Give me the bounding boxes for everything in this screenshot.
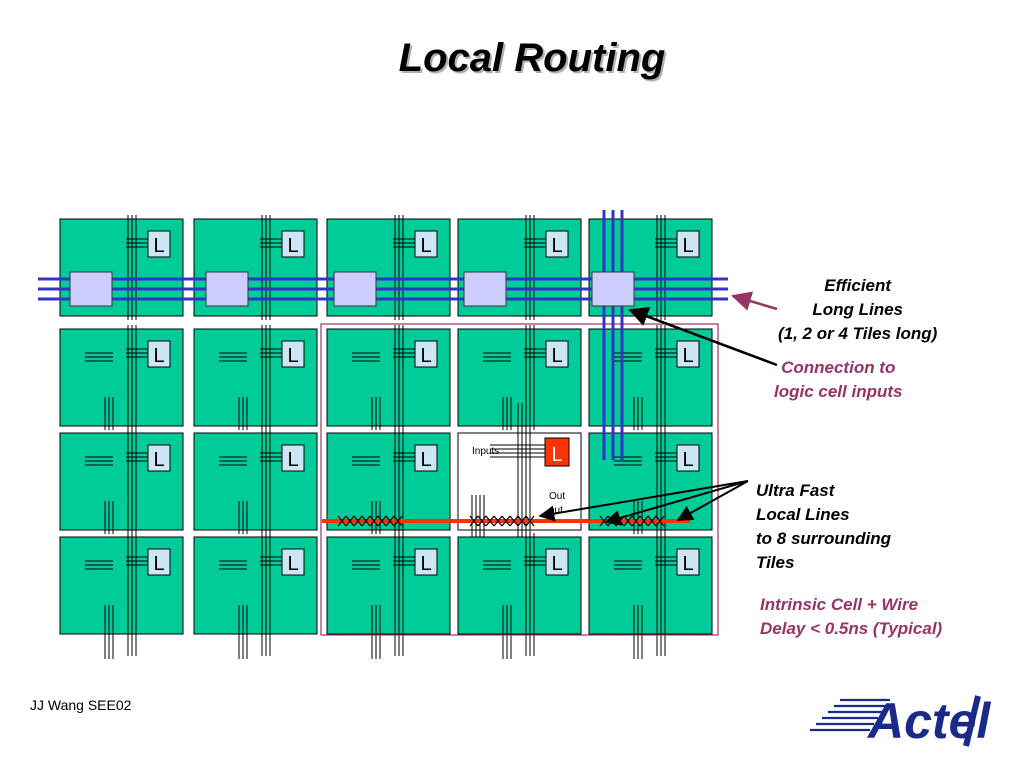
logic-cell [414, 230, 438, 258]
fast-line-switch [469, 515, 479, 527]
fast-line-switch [525, 515, 535, 527]
fast-line-switch [477, 515, 487, 527]
logic-cell-letter: L [551, 345, 562, 367]
arrow-connection [628, 306, 778, 367]
arrow-long-lines [731, 291, 778, 311]
fast-line-switch [623, 515, 633, 527]
fast-line-switch [501, 515, 511, 527]
fast-local-lines [322, 515, 690, 527]
logic-cell [281, 548, 305, 576]
output-label-line1: Out [549, 491, 565, 502]
logic-cell-letter: L [287, 449, 298, 471]
fast-line-switch [639, 515, 649, 527]
footer-author: JJ Wang SEE02 [30, 697, 132, 713]
callout-delay: Intrinsic Cell + Wire Delay < 0.5ns (Typ… [760, 595, 943, 638]
active-logic-cell-letter: L [551, 444, 562, 466]
switch-block [463, 271, 507, 307]
logic-cell-letter: L [420, 449, 431, 471]
logic-cell-letter: L [682, 345, 693, 367]
logic-cell-letter: L [420, 345, 431, 367]
callout-long-lines: Efficient Long Lines (1, 2 or 4 Tiles lo… [778, 276, 938, 343]
fast-line-switch [385, 515, 395, 527]
logic-cell-letter: L [153, 235, 164, 257]
output-label-line2: put [549, 505, 563, 516]
neighborhood-highlight [320, 323, 719, 636]
fast-line-switch [647, 515, 657, 527]
long-lines [38, 210, 728, 460]
callout-fast-local-lines: Ultra Fast Local Lines to 8 surrounding … [756, 481, 892, 572]
logic-cell [147, 340, 171, 368]
switch-block [69, 271, 113, 307]
callout-arrows [538, 291, 778, 526]
logic-cell-letter: L [682, 553, 693, 575]
logic-cell [147, 548, 171, 576]
logic-cell [414, 548, 438, 576]
logic-cell-letter: L [153, 553, 164, 575]
fast-line-switch [361, 515, 371, 527]
neighborhood-frame [320, 323, 719, 636]
fast-line-switch [493, 515, 503, 527]
fast-line-switch [393, 515, 403, 527]
logic-cell [676, 444, 700, 472]
logic-cell-letter: L [682, 449, 693, 471]
logic-cell-letter: L [551, 553, 562, 575]
logic-cell [147, 230, 171, 258]
switch-block [591, 271, 635, 307]
logic-cell [676, 230, 700, 258]
fast-line-switch [369, 515, 379, 527]
logic-cell [281, 340, 305, 368]
fast-line-switch [509, 515, 519, 527]
fast-line-switch [345, 515, 355, 527]
logic-cell-letter: L [420, 235, 431, 257]
fast-line-switch [337, 515, 347, 527]
logic-cell [147, 444, 171, 472]
actel-logo: Actel [810, 693, 991, 749]
fast-line-switch [655, 515, 665, 527]
switch-block [333, 271, 377, 307]
logic-cell-letter: L [682, 235, 693, 257]
logic-cell [676, 340, 700, 368]
fast-line-switch [517, 515, 527, 527]
tile [193, 536, 318, 635]
arrow-fast-2 [676, 480, 749, 521]
inputs-label: Inputs [472, 446, 499, 457]
logic-cell-letter: L [153, 345, 164, 367]
logic-cell [281, 444, 305, 472]
logic-cell [676, 548, 700, 576]
logic-cell-letter: L [287, 553, 298, 575]
logic-cell-letter: L [287, 345, 298, 367]
fast-line-switch [377, 515, 387, 527]
switch-block [205, 271, 249, 307]
logic-cell [545, 230, 569, 258]
slide-title: Local Routing [398, 36, 666, 80]
fast-line-switch [631, 515, 641, 527]
logic-cell-letter: L [420, 553, 431, 575]
logic-cell [414, 340, 438, 368]
logic-cell [545, 340, 569, 368]
arrow-fast-3 [604, 480, 749, 526]
fast-line-switch [485, 515, 495, 527]
callout-connection: Connection to logic cell inputs [774, 358, 903, 401]
arrow-fast-1 [538, 480, 749, 522]
logic-cell [545, 548, 569, 576]
fast-line-switch [353, 515, 363, 527]
logic-cell-letter: L [153, 449, 164, 471]
logic-cell [414, 444, 438, 472]
logic-cell-letter: L [551, 235, 562, 257]
logic-cell [281, 230, 305, 258]
active-logic-cell [544, 437, 570, 467]
logic-cell-letter: L [287, 235, 298, 257]
